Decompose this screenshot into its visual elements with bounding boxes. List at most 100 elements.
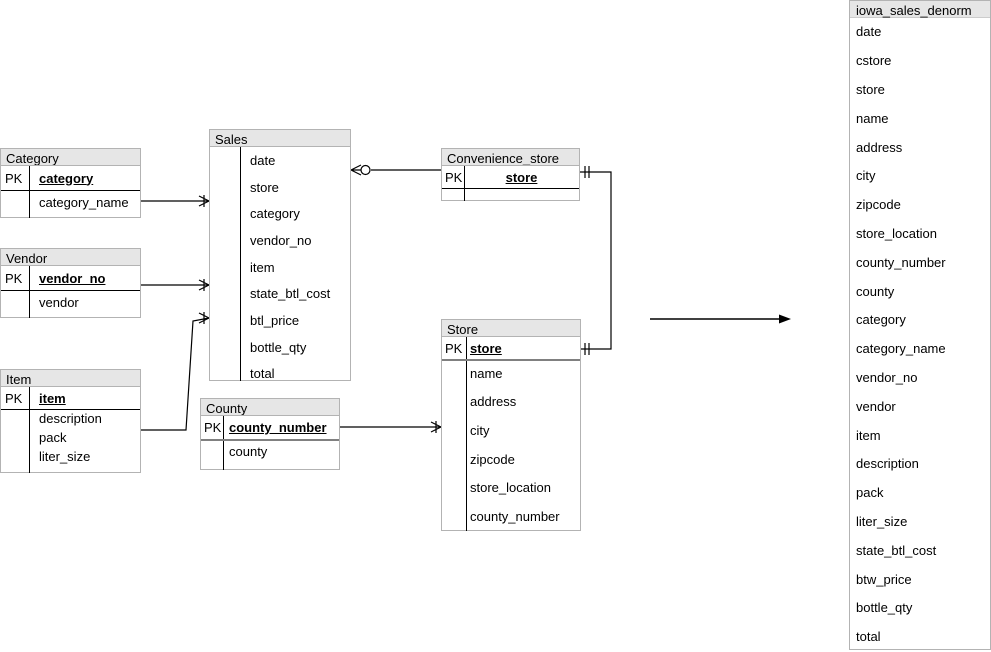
denorm-column-date: date	[856, 24, 882, 40]
entity-item-attribute-row: pack	[1, 428, 140, 447]
entity-store-attribute-row: county_number	[442, 502, 580, 531]
pk-label: PK	[5, 390, 23, 406]
entity-item-attribute-liter_size: liter_size	[39, 449, 91, 464]
entity-column-divider	[29, 266, 30, 318]
entity-sales-attribute-date: date	[250, 152, 276, 168]
entity-convenience-store[interactable]: Convenience_store PK store	[441, 148, 580, 201]
entity-county-attribute-county: county	[229, 443, 268, 459]
entity-pk-divider	[201, 439, 339, 441]
entity-column-divider	[464, 166, 465, 201]
entity-sales-attribute-store: store	[250, 179, 279, 195]
entity-item-attribute-description: description	[39, 411, 102, 426]
denorm-column-liter_size: liter_size	[856, 513, 908, 529]
entity-item-pk-row: PK item	[1, 387, 140, 409]
denorm-column-state_btl_cost: state_btl_cost	[856, 542, 937, 558]
entity-store-attribute-row: name	[442, 359, 580, 388]
entity-item-title: Item	[1, 370, 140, 387]
entity-store-pk-name: store	[470, 340, 502, 356]
relationship-sales-convenience-store	[350, 164, 441, 176]
entity-sales-attribute-item: item	[250, 259, 275, 275]
denorm-table-title: iowa_sales_denorm	[850, 1, 990, 18]
pk-label: PK	[445, 169, 463, 185]
denormalized-table-panel[interactable]: iowa_sales_denorm date cstore store name…	[849, 0, 991, 650]
entity-item-attribute-pack: pack	[39, 430, 67, 445]
denorm-column-county: county	[856, 283, 895, 299]
entity-column-divider	[29, 166, 30, 218]
denorm-column-category_name: category_name	[856, 341, 946, 357]
entity-store-attribute-row: city	[442, 416, 580, 445]
entity-county[interactable]: County PK county_number county	[200, 398, 340, 470]
entity-store-attribute-zipcode: zipcode	[470, 451, 515, 467]
denorm-column-address: address	[856, 139, 903, 155]
relationship-category-sales	[141, 195, 210, 207]
entity-vendor-attribute-row: vendor	[1, 290, 140, 314]
entity-store-attribute-row: address	[442, 388, 580, 417]
entity-item-attribute-row: description	[1, 409, 140, 428]
entity-store-attribute-name: name	[470, 365, 503, 381]
entity-sales-attribute-row: category	[210, 200, 350, 227]
denorm-column-pack: pack	[856, 485, 884, 501]
entity-store[interactable]: Store PK store name address city z	[441, 319, 581, 531]
relationship-item-sales	[141, 312, 210, 431]
entity-pk-divider	[442, 188, 579, 189]
pk-label: PK	[204, 420, 222, 435]
entity-vendor[interactable]: Vendor PK vendor_no vendor	[0, 248, 141, 318]
denorm-column-name: name	[856, 110, 889, 126]
denorm-column-total: total	[856, 629, 881, 645]
entity-vendor-attribute-vendor: vendor	[39, 294, 79, 310]
denorm-column-description: description	[856, 456, 919, 472]
entity-sales-attribute-row: state_btl_cost	[210, 280, 350, 307]
entity-county-attribute-row: county	[201, 439, 339, 463]
denorm-column-list: date cstore store name address city zipc…	[850, 18, 990, 652]
entity-sales-attribute-row: bottle_qty	[210, 334, 350, 361]
denorm-column-city: city	[856, 168, 876, 184]
entity-category-title: Category	[1, 149, 140, 166]
denorm-column-store: store	[856, 81, 885, 97]
entity-county-title: County	[201, 399, 339, 416]
entity-sales-attribute-row: btl_price	[210, 307, 350, 334]
entity-store-pk-row: PK store	[442, 337, 580, 359]
pk-label: PK	[5, 170, 23, 186]
entity-store-attribute-store_location: store_location	[470, 480, 551, 496]
entity-sales-attribute-btl_price: btl_price	[250, 312, 300, 328]
entity-column-divider	[240, 147, 241, 381]
denorm-column-cstore: cstore	[856, 53, 892, 69]
entity-sales-attribute-row: item	[210, 254, 350, 281]
entity-store-title: Store	[442, 320, 580, 337]
relationship-vendor-sales	[141, 279, 210, 291]
denorm-column-btw_price: btw_price	[856, 571, 912, 587]
entity-pk-divider	[442, 359, 580, 361]
entity-vendor-pk-name: vendor_no	[39, 270, 106, 286]
entity-sales-title: Sales	[210, 130, 350, 147]
entity-pk-divider	[1, 409, 140, 410]
entity-sales-attribute-row: vendor_no	[210, 227, 350, 254]
relationship-convenience-store-store	[580, 166, 612, 355]
entity-vendor-title: Vendor	[1, 249, 140, 266]
entity-pk-divider	[1, 290, 140, 291]
entity-sales[interactable]: Sales date store category vendor_no item	[209, 129, 351, 381]
denorm-column-vendor_no: vendor_no	[856, 369, 918, 385]
entity-sales-attribute-row: total	[210, 361, 350, 388]
entity-store-attribute-row: store_location	[442, 473, 580, 502]
entity-item-attribute-row: liter_size	[1, 447, 140, 466]
entity-store-attribute-county_number: county_number	[470, 508, 560, 524]
denorm-column-zipcode: zipcode	[856, 197, 901, 213]
entity-category-pk-row: PK category	[1, 166, 140, 190]
entity-category[interactable]: Category PK category category_name	[0, 148, 141, 218]
relationship-county-store	[340, 421, 442, 433]
entity-column-divider	[466, 337, 467, 531]
denorm-column-county_number: county_number	[856, 254, 946, 270]
entity-store-attribute-city: city	[470, 422, 490, 438]
entity-store-attribute-address: address	[470, 394, 517, 410]
entity-county-pk-name: county_number	[229, 420, 327, 435]
entity-sales-attribute-total: total	[250, 366, 275, 382]
arrow-to-denormalized-table	[650, 314, 791, 324]
pk-label: PK	[445, 340, 463, 356]
denorm-column-vendor: vendor	[856, 398, 896, 414]
entity-item[interactable]: Item PK item description pack liter_size	[0, 369, 141, 473]
entity-convenience-store-pk-name: store	[505, 169, 538, 185]
denorm-column-item: item	[856, 427, 881, 443]
entity-convenience-store-empty-row	[442, 188, 579, 201]
entity-sales-attribute-row: store	[210, 174, 350, 201]
